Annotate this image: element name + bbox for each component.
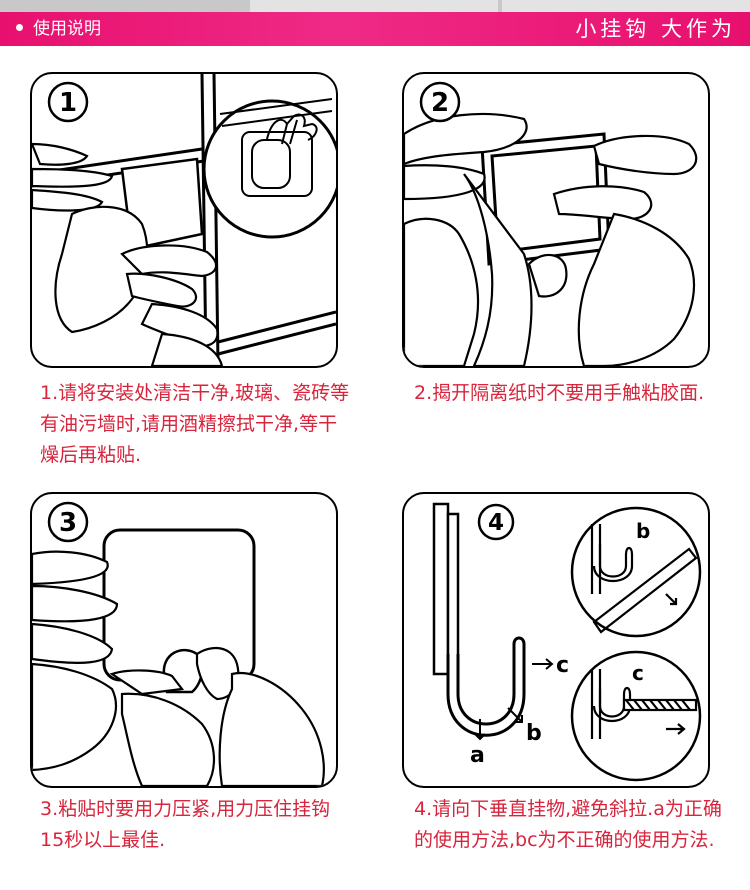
inset-label-b: b <box>636 519 650 543</box>
direction-label-c: c <box>556 653 569 678</box>
step-1-number: 1 <box>59 88 77 118</box>
step-2-caption: 2.揭开隔离纸时不要用手触粘胶面. <box>414 382 705 404</box>
direction-label-a: a <box>470 743 485 768</box>
step-3-number: 3 <box>59 508 77 538</box>
section-label: 使用说明 <box>33 19 101 39</box>
step-2-illustration: 2 <box>402 72 710 368</box>
inset-label-c: c <box>632 661 644 685</box>
step-1-caption: 1.请将安装处清洁干净,玻璃、瓷砖等有油污墙时,请用酒精擦拭干净,等干燥后再粘贴… <box>40 382 350 466</box>
top-strip-segment <box>502 0 750 12</box>
banner-slogan: 小挂钩 大作为 <box>575 17 736 41</box>
direction-label-b: b <box>526 721 542 746</box>
top-strip <box>0 0 750 12</box>
step-4-illustration: c a b b c 4 <box>402 492 710 788</box>
step-4-number: 4 <box>488 510 504 536</box>
step-4-drawing: c a b b c 4 <box>432 502 702 782</box>
step-2-number: 2 <box>431 88 449 118</box>
step-3-caption: 3.粘贴时要用力压紧,用力压住挂钩15秒以上最佳. <box>40 798 331 851</box>
step-1-drawing: 1 <box>32 74 336 366</box>
bullet-icon <box>16 23 23 31</box>
top-strip-segment <box>250 0 498 12</box>
step-3-drawing: 3 <box>32 501 325 786</box>
step-1-illustration: 1 <box>30 72 338 368</box>
step-2-drawing: 2 <box>404 81 698 366</box>
section-title: 使用说明 <box>16 12 101 46</box>
step-3-illustration: 3 <box>30 492 338 788</box>
step-4-caption: 4.请向下垂直挂物,避免斜拉.a为正确的使用方法,bc为不正确的使用方法. <box>414 798 722 851</box>
section-banner: 使用说明 小挂钩 大作为 <box>0 12 750 46</box>
